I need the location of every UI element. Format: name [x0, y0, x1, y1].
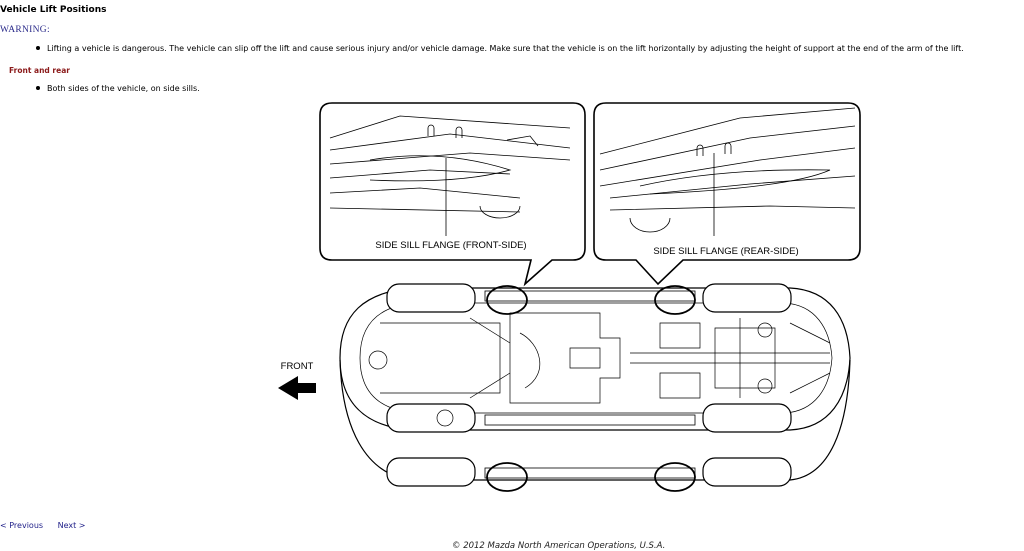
callout-box-front	[319, 102, 586, 287]
front-direction-label: FRONT	[281, 361, 314, 372]
pagination-nav: < Previous Next >	[0, 521, 86, 530]
bullet-dot-icon	[36, 85, 40, 90]
vehicle-chassis-details	[368, 312, 831, 427]
warning-text: Lifting a vehicle is dangerous. The vehi…	[47, 44, 964, 53]
warning-bullet: Lifting a vehicle is dangerous. The vehi…	[36, 44, 964, 53]
callout-label-front: SIDE SILL FLANGE (FRONT-SIDE)	[375, 240, 526, 251]
page-title: Vehicle Lift Positions	[0, 5, 107, 15]
callout-box-rear	[593, 102, 861, 286]
footer-copyright: © 2012 Mazda North American Operations, …	[452, 541, 666, 551]
front-arrow-icon	[278, 376, 316, 400]
warning-label: WARNING:	[0, 25, 50, 35]
vehicle-underside	[339, 283, 851, 433]
callout-label-rear: SIDE SILL FLANGE (REAR-SIDE)	[653, 246, 798, 257]
section-heading: Front and rear	[9, 66, 70, 75]
lift-point-front-right	[486, 462, 528, 492]
section-bullet-text: Both sides of the vehicle, on side sills…	[47, 84, 200, 93]
bullet-dot-icon	[36, 45, 40, 50]
vehicle-lower-outline	[339, 359, 851, 481]
rear-sill-sketch	[599, 107, 856, 236]
front-sill-sketch	[329, 115, 571, 236]
lift-points-diagram: SIDE SILL FLANGE (FRONT-SIDE) SIDE SILL …	[278, 102, 861, 492]
lift-point-front-left	[486, 285, 528, 315]
previous-link[interactable]: < Previous	[0, 521, 44, 530]
lift-point-rear-left	[654, 285, 696, 315]
next-link[interactable]: Next >	[57, 521, 86, 530]
section-bullet: Both sides of the vehicle, on side sills…	[36, 84, 200, 93]
lift-point-rear-right	[654, 462, 696, 492]
